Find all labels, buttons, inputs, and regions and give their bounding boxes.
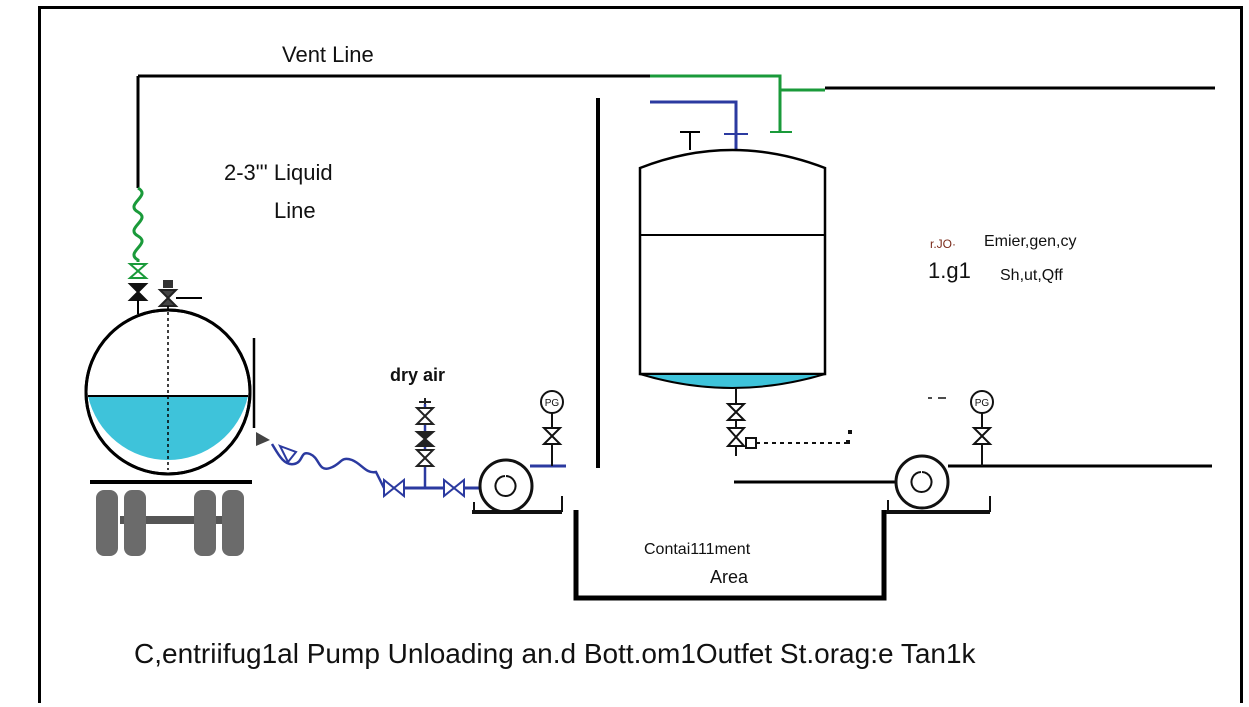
pg-left-valve [541, 427, 563, 445]
pressure-gauge-right [970, 390, 994, 414]
dry-air-valve-3 [414, 449, 436, 467]
storage-tank-liquid [639, 373, 826, 389]
vent-line-label: Vent Line [282, 42, 374, 67]
dry-air-label: dry air [390, 365, 446, 385]
tank-air-pipe [650, 100, 738, 150]
wheel [124, 490, 146, 556]
containment-label-1: Contai111ment [644, 541, 751, 558]
suction-valve-1 [383, 477, 405, 499]
pressure-gauge-left [540, 390, 564, 414]
dry-air-valve-1 [414, 407, 436, 425]
pump-2 [894, 454, 950, 510]
pump-1 [478, 458, 534, 514]
liquid-line-label-2: Line [274, 198, 316, 223]
dry-air-valve-2 [414, 431, 436, 447]
shutoff-actuator [745, 437, 757, 449]
wheel [194, 490, 216, 556]
tanker-valve-1 [127, 263, 149, 279]
emergency-label-1b: Emier,gen,cy [984, 233, 1077, 250]
flex-hose-blue [270, 443, 386, 489]
containment-basin [573, 510, 887, 601]
pg-left-text: PG [545, 398, 560, 409]
bottom-outlet-valve-2 [725, 427, 747, 447]
tanker-relief-valve [157, 289, 179, 307]
emergency-label-1a: r.JO· [930, 237, 956, 251]
liquid-line-label-1: 2-3"' Liquid [224, 160, 333, 185]
storage-tank [638, 148, 827, 376]
wheel [96, 490, 118, 556]
tanker-valve-2 [127, 283, 149, 301]
pg-right-valve [971, 427, 993, 445]
wheel [222, 490, 244, 556]
pg-right-text: PG [975, 398, 990, 409]
bottom-outlet-valve-1 [725, 403, 747, 421]
suction-valve-2 [443, 477, 465, 499]
diagram-frame [38, 6, 1243, 703]
vent-green-pipe [650, 74, 782, 132]
containment-label-2: Area [710, 567, 749, 587]
flex-hose-green [132, 186, 144, 262]
emergency-label-2a: 1.g1 [928, 258, 971, 283]
diagram-caption: C,entriifug1al Pump Unloading an.d Bott.… [134, 638, 976, 669]
emergency-label-2b: Sh,ut,Qff [1000, 267, 1063, 284]
